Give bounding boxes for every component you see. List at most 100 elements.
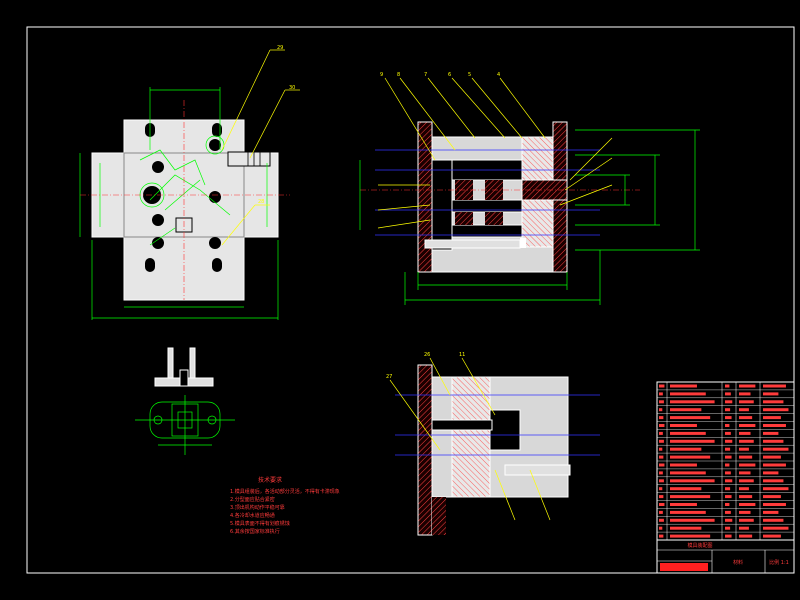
detail-view [135,347,235,455]
table-cell-mark [725,495,732,499]
table-cell-mark [763,431,779,435]
table-cell-mark [763,455,781,459]
table-cell-mark [725,463,730,467]
table-cell-mark [739,455,753,459]
svg-text:6: 6 [448,72,451,78]
svg-text:29: 29 [277,45,283,51]
table-cell-mark [763,463,786,467]
table-cell-mark [725,408,731,412]
table-cell-mark [725,503,730,506]
table-cell-mark [763,424,786,427]
table-cell-mark [725,384,730,388]
svg-text:5: 5 [468,72,471,78]
tech-note-line: 2.分型面应贴合紧密 [230,496,275,503]
table-cell-mark [739,392,751,396]
table-cell-mark [763,526,789,530]
drawing-title: 模具装配图 [687,542,712,549]
table-cell-mark [725,424,730,427]
table-cell-mark [725,526,731,530]
table-cell-mark [739,526,749,530]
table-cell-mark [725,400,733,404]
table-cell-mark [670,416,711,420]
table-cell-mark [659,526,663,530]
svg-text:11: 11 [459,352,465,358]
tech-note-line: 5.模具表面不得有划痕锈蚀 [230,520,290,527]
svg-text:8: 8 [397,72,400,78]
table-cell-mark [739,384,756,388]
tech-notes-title: 技术要求 [258,476,282,484]
tech-note-line: 3.顶出机构动作平稳可靠 [230,504,285,511]
table-cell-mark [725,487,731,491]
top-view: 29 30 28 [79,45,300,320]
table-cell-mark [739,518,754,522]
table-cell-mark [659,408,663,412]
section-view-main: 9 8 7 6 5 4 [359,72,700,305]
table-cell-mark [739,416,753,420]
svg-text:30: 30 [289,85,295,91]
table-cell-mark [670,503,697,506]
table-cell-mark [763,400,784,404]
table-cell-mark [659,400,664,404]
table-cell-mark [670,400,715,404]
table-cell-mark [739,495,753,499]
table-cell-mark [739,408,749,412]
table-cell-mark [725,431,731,435]
table-cell-mark [763,518,784,522]
table-cell-mark [659,439,664,443]
title-material: 材料 [733,559,743,566]
table-cell-mark [739,534,753,538]
table-cell-mark [659,463,665,467]
table-cell-mark [670,471,706,475]
table-cell-mark [670,534,711,538]
tech-note-line: 4.各冷却水道应畅通 [230,512,275,519]
table-cell-mark [670,392,706,396]
table-cell-mark [659,495,664,499]
table-cell-mark [659,479,664,483]
table-cell-mark [763,471,779,475]
title-scale: 比例 1:1 [769,559,789,566]
title-block: 模具装配图 材料 比例 1:1 [657,539,794,573]
table-cell-mark [659,431,663,435]
table-cell-mark [670,408,702,412]
table-cell-mark [670,487,702,491]
table-cell-mark [763,384,786,388]
table-cell-mark [725,534,732,538]
table-cell-mark [659,503,665,506]
table-cell-mark [670,510,706,514]
table-cell-mark [670,384,697,388]
table-cell-mark [670,479,715,483]
table-cell-mark [739,471,751,475]
table-cell-mark [659,510,663,514]
svg-text:28: 28 [258,199,264,205]
table-cell-mark [659,392,663,396]
tech-note-line: 1.模具组装后，各活动部分灵活，不得有卡滞现象 [230,488,340,495]
table-cell-mark [670,439,715,443]
technical-notes: 技术要求 1.模具组装后，各活动部分灵活，不得有卡滞现象 2.分型面应贴合紧密 … [230,476,340,535]
table-cell-mark [763,495,781,499]
table-cell-mark [659,424,665,427]
table-cell-mark [725,518,733,522]
table-cell-mark [739,424,756,427]
table-cell-mark [739,503,756,506]
table-cell-mark [739,447,749,451]
table-cell-mark [763,487,789,491]
svg-text:7: 7 [424,72,427,78]
table-cell-mark [763,439,784,443]
table-cell-mark [670,463,697,467]
table-cell-mark [659,487,663,491]
table-cell-mark [739,439,754,443]
parts-list-table [656,381,795,574]
table-cell-mark [739,400,754,404]
tech-note-line: 6.其余按国家标准执行 [230,528,280,535]
table-cell-mark [763,447,789,451]
table-cell-mark [670,424,697,427]
table-cell-mark [763,503,786,506]
table-cell-mark [670,431,706,435]
table-cell-mark [670,455,711,459]
table-cell-mark [659,471,663,475]
table-cell-mark [725,439,733,443]
table-cell-mark [739,431,751,435]
table-cell-mark [739,463,756,467]
svg-text:26: 26 [424,352,430,358]
